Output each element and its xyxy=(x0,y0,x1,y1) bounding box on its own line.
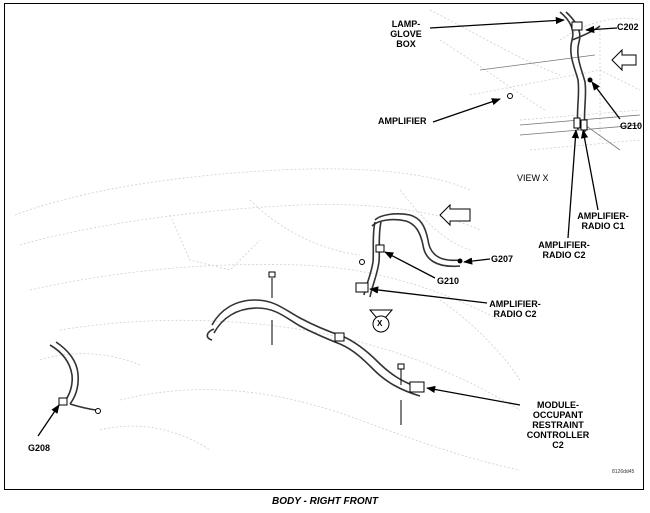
view-direction-arrow-mid xyxy=(439,203,471,227)
label-module-occupant-restraint-controller-c2: MODULE- OCCUPANT RESTRAINT CONTROLLER C2 xyxy=(526,400,590,450)
view-x-marker xyxy=(368,309,394,333)
label-g210-top: G210 xyxy=(620,121,643,131)
left-screw xyxy=(95,408,101,414)
view-x-marker-letter: X xyxy=(377,319,383,328)
label-amplifier-radio-c1: AMPLIFIER- RADIO C1 xyxy=(577,211,629,231)
label-view-x: VIEW X xyxy=(517,173,549,183)
g208-ground-shape xyxy=(58,397,68,406)
module-orc-connector-shape xyxy=(409,381,425,393)
leader-lines xyxy=(37,16,621,437)
left-harness xyxy=(49,341,97,411)
mid-clip xyxy=(334,332,345,342)
g210-top-ground-shape xyxy=(587,77,593,83)
label-g207: G207 xyxy=(491,254,514,264)
g207-ground-shape xyxy=(457,258,463,264)
amplifier-screw xyxy=(507,93,513,99)
view-x-frame xyxy=(479,54,641,151)
amp-radio-c1-connector-shape xyxy=(573,117,581,129)
label-amplifier-radio-c2-top: AMPLIFIER- RADIO C2 xyxy=(538,240,590,260)
g210-mid-ground-shape xyxy=(375,244,385,253)
mid-screw xyxy=(359,259,365,265)
label-amplifier: AMPLIFIER xyxy=(378,116,427,126)
vehicle-body-outline xyxy=(14,168,521,471)
floor-harness xyxy=(206,299,421,397)
stud-bolts xyxy=(268,271,405,425)
view-x-background xyxy=(429,9,641,151)
view-direction-arrow-top xyxy=(611,48,637,72)
amp-radio-c2-top-connector-shape xyxy=(580,119,588,131)
label-amplifier-radio-c2-mid: AMPLIFIER- RADIO C2 xyxy=(489,299,541,319)
figure-caption: BODY - RIGHT FRONT xyxy=(272,496,378,507)
c202-connector-shape xyxy=(571,21,583,31)
label-g208: G208 xyxy=(28,443,51,453)
amp-radio-c2-mid-connector-shape xyxy=(355,282,369,293)
label-c202: C202 xyxy=(617,22,639,32)
figure-code: 8126dd45 xyxy=(612,469,635,475)
label-lamp-glove-box: LAMP- GLOVE BOX xyxy=(390,19,422,49)
label-g210-mid: G210 xyxy=(437,276,460,286)
